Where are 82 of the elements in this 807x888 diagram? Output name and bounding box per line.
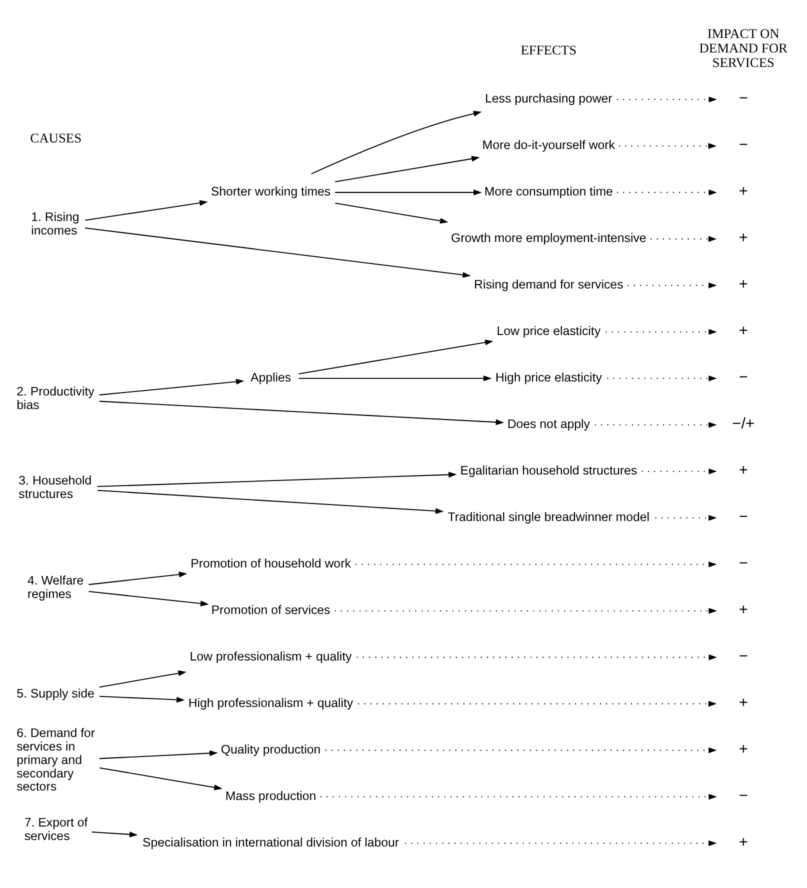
node-text: +	[738, 230, 748, 247]
node-text: Promotion of household work	[190, 556, 351, 571]
arrow	[92, 832, 138, 838]
arrow	[99, 378, 244, 396]
node-text: Egalitarian household structures	[460, 464, 638, 478]
arrow	[617, 190, 717, 196]
arrow	[99, 696, 185, 703]
node-text: More do-it-yourself work	[482, 138, 616, 152]
arrow	[335, 190, 482, 196]
node-text: −	[738, 554, 748, 572]
arrow	[99, 767, 222, 790]
arrow	[628, 282, 717, 288]
node-text: +	[738, 183, 748, 200]
node-text: Less purchasing power	[485, 92, 612, 106]
node-text: 3. Household structures	[18, 473, 92, 501]
arrow	[618, 143, 717, 149]
arrow	[594, 422, 717, 428]
arrow	[85, 227, 471, 278]
arrow	[642, 468, 717, 474]
node-text: +	[738, 462, 748, 479]
arrow	[356, 561, 717, 568]
arrow	[97, 490, 444, 514]
node-text: −	[738, 369, 748, 386]
node-text: 5. Supply side	[16, 686, 94, 701]
label: IMPACT ON DEMAND FOR SERVICES	[699, 26, 788, 70]
arrow	[100, 400, 504, 426]
arrow	[405, 840, 717, 846]
node-text: Does not apply	[507, 417, 590, 432]
arrow	[617, 96, 717, 102]
arrow	[99, 670, 187, 688]
node-text: Low professionalism + quality	[190, 650, 352, 664]
arrow	[325, 747, 717, 754]
node-text: Rising demand for services	[474, 278, 624, 292]
node-text: Shorter working times	[210, 184, 331, 199]
node-text: +	[738, 740, 748, 758]
node-text: Promotion of services	[211, 603, 330, 618]
arrow	[334, 202, 448, 224]
arrow	[334, 156, 480, 182]
node-text: −/+	[732, 416, 755, 433]
node-text: −	[738, 136, 748, 154]
arrow	[85, 200, 208, 221]
node-text: 4. Welfare regimes	[27, 574, 84, 602]
label: EFFECTS	[520, 42, 577, 58]
node-text: Low price elasticity	[496, 324, 601, 338]
node-text: +	[738, 834, 748, 851]
node-text: Applies	[250, 370, 292, 385]
node-text: −	[738, 508, 748, 526]
arrow	[97, 472, 457, 488]
label: CAUSES	[30, 130, 82, 146]
node-text: Growth more employment-intensive	[450, 231, 646, 246]
node-text: 7. Export of services	[24, 815, 88, 843]
node-text: High price elasticity	[495, 370, 602, 385]
arrow	[334, 608, 718, 614]
arrow	[88, 572, 188, 586]
node-text: Specialisation in international division of labour	[142, 835, 400, 850]
node-text: High professionalism + quality	[188, 696, 354, 710]
node-text: +	[738, 322, 748, 340]
arrow	[298, 340, 494, 374]
arrow	[99, 750, 218, 760]
node-text: 2. Productivity bias	[16, 384, 94, 412]
node-text: −	[738, 90, 748, 108]
arrow	[311, 110, 482, 174]
node-text: +	[738, 276, 748, 294]
node-text: −	[738, 787, 748, 804]
arrow	[320, 794, 717, 800]
arrow	[606, 329, 717, 335]
node-text: Mass production	[225, 788, 316, 803]
arrow	[655, 514, 717, 521]
node-text: Traditional single breadwinner model	[448, 510, 650, 524]
node-text: +	[738, 601, 748, 618]
arrow	[607, 376, 717, 382]
node-text: 1. Rising incomes	[31, 210, 80, 238]
arrow	[298, 376, 492, 382]
node-text: −	[738, 648, 748, 665]
arrow	[358, 700, 717, 707]
node-text: Quality production	[220, 742, 321, 756]
node-text: More consumption time	[484, 184, 613, 199]
node-text: 6. Demand for services in primary and secondary sectors	[16, 726, 96, 794]
node-text: +	[738, 694, 748, 712]
arrow	[88, 591, 209, 606]
arrow	[650, 236, 717, 242]
arrow	[356, 654, 718, 660]
